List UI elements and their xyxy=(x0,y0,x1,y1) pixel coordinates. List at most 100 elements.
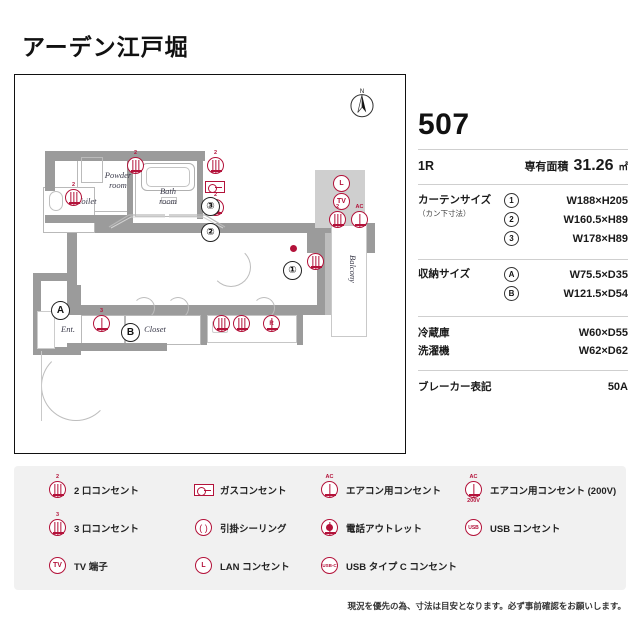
outlet-2-symbol-4: 2 xyxy=(207,150,224,174)
ac-outlet-icon: AC xyxy=(320,474,339,499)
area-unit: ㎡ xyxy=(618,162,628,173)
outlet-2-symbol-kitchen-1 xyxy=(213,315,230,332)
closet-label: Closet xyxy=(144,324,166,334)
fridge-value: W60×D55 xyxy=(578,327,628,339)
powder-room-line1: Powder xyxy=(104,170,132,180)
breaker-value: 50A xyxy=(607,381,628,393)
usb-c-outlet-icon: USB-C xyxy=(320,556,339,575)
breaker-row: ブレーカー表記 50A xyxy=(418,379,628,394)
floor-plan: N Balcony xyxy=(14,74,406,454)
outlet-tag: 2 xyxy=(335,204,340,210)
ac-tag: AC xyxy=(325,474,334,480)
ac-outlet-symbol-1: AC xyxy=(351,204,368,228)
wall-entry-outer xyxy=(33,273,73,281)
outlet-tag: 2 xyxy=(71,182,76,188)
fridge-outlet-symbol: R xyxy=(263,315,280,332)
divider xyxy=(418,259,628,260)
lan-outlet-icon: L xyxy=(194,556,213,575)
voltage-tag: 200V xyxy=(467,497,480,504)
curtain-row: 2 W160.5×H89 xyxy=(504,211,628,228)
wall-balcony-divider xyxy=(325,233,331,315)
legend-label: LAN コンセント xyxy=(220,561,290,573)
bath-room-line1: Bath xyxy=(159,186,177,196)
gas-outlet-icon xyxy=(194,480,214,499)
legend-panel: 2 2 口コンセント 3 3 口コンセント TV TV 端子 ガスコンセント (… xyxy=(14,466,626,590)
usb-outlet-icon: USB xyxy=(464,518,483,537)
shoe-box xyxy=(37,311,55,349)
storage-value: W121.5×D54 xyxy=(563,287,628,300)
storage-label: 収納サイズ xyxy=(418,268,471,280)
curtain-row: 1 W188×H205 xyxy=(504,192,628,209)
legend-item-ac: AC エアコン用コンセント xyxy=(320,474,441,499)
room-number: 507 xyxy=(418,108,470,141)
gas-outlet-symbol xyxy=(205,181,225,193)
bath-room-line2: room xyxy=(159,195,177,206)
wall-hall-bottom xyxy=(67,343,167,351)
curtain-index: 3 xyxy=(504,231,519,246)
wall-toilet-bottom xyxy=(45,215,133,223)
outlet-2-symbol-kitchen-2 xyxy=(233,315,250,332)
outlet-2-symbol-3: 2 xyxy=(65,182,82,206)
closet-door-swing-2 xyxy=(167,297,189,319)
wall-kitchen-right xyxy=(297,315,303,345)
divider xyxy=(418,316,628,317)
legend-item-usb-c: USB-C USB タイプ C コンセント xyxy=(320,556,457,575)
divider xyxy=(418,184,628,185)
page-title: アーデン江戸堀 xyxy=(22,34,189,60)
outlet-2-icon: 2 xyxy=(48,474,67,499)
toilet-label: Toilet xyxy=(77,196,97,206)
storage-row: B W121.5×D54 xyxy=(504,285,628,302)
legend-label: USB コンセント xyxy=(490,523,561,535)
bathtub-inner xyxy=(146,167,190,187)
outlet-tag: 2 xyxy=(213,192,218,198)
ac-tag: AC xyxy=(469,474,478,480)
legend-item-gas: ガスコンセント xyxy=(194,480,287,499)
wall-closet-right xyxy=(201,315,207,345)
storage-index: B xyxy=(504,286,519,301)
powder-room-line2: room xyxy=(109,179,127,190)
washer-row: 洗濯機 W62×D62 xyxy=(418,343,628,358)
legend-label: 引掛シーリング xyxy=(220,523,287,535)
area-value: 31.26 xyxy=(573,157,614,174)
marker-b: B xyxy=(121,323,140,342)
outlet-2-symbol-2: 2 xyxy=(127,150,144,174)
curtain-value: W178×H89 xyxy=(572,232,628,245)
balcony xyxy=(331,225,367,337)
wall-left-wet xyxy=(67,223,77,315)
breaker-key: ブレーカー表記 xyxy=(418,381,492,393)
layout-row: 1R 専有面積 31.26 ㎡ xyxy=(418,157,628,175)
outlet-tag: 2 xyxy=(133,150,138,156)
wall-wet-left xyxy=(45,151,55,191)
marker-3: ③ xyxy=(201,197,220,216)
legend-label: USB タイプ C コンセント xyxy=(346,561,457,573)
vanity xyxy=(81,157,103,183)
fridge-row: 冷蔵庫 W60×D55 xyxy=(418,325,628,340)
legend-label: 2 口コンセント xyxy=(74,485,139,497)
sliding-door-bedroom xyxy=(108,214,226,229)
curtain-value: W188×H205 xyxy=(566,194,628,207)
legend-item-ac-200v: AC 200V エアコン用コンセント (200V) xyxy=(464,474,616,503)
marker-2: ② xyxy=(201,223,220,242)
outlet-2-symbol-bedroom xyxy=(307,253,324,270)
outlet-tag: 2 xyxy=(213,150,218,156)
legend-label: 3 口コンセント xyxy=(74,523,139,535)
tv-terminal-symbol: TV xyxy=(333,193,350,210)
curtain-section: カーテンサイズ （カン下寸法） 1 W188×H205 2 W160.5×H89… xyxy=(418,192,628,249)
balcony-label: Balcony xyxy=(347,255,358,283)
compass-north-icon: N xyxy=(350,89,374,118)
curtain-row: 3 W178×H89 xyxy=(504,230,628,247)
tv-terminal-icon: TV xyxy=(48,556,67,575)
legend-item-outlet-3: 3 3 口コンセント xyxy=(48,512,139,537)
layout-type: 1R xyxy=(418,159,434,173)
powder-room-label: Powder room xyxy=(93,170,143,191)
legend-item-usb: USB USB コンセント xyxy=(464,518,560,537)
lan-outlet-symbol: L xyxy=(333,175,350,192)
legend-item-lan: L LAN コンセント xyxy=(194,556,290,575)
storage-section: 収納サイズ A W75.5×D35 B W121.5×D54 xyxy=(418,266,628,304)
outlet-tag: 2 xyxy=(55,474,60,480)
washer-value: W62×D62 xyxy=(578,345,628,357)
wall-bath-right xyxy=(197,157,203,219)
wall-top-interior xyxy=(67,223,317,233)
wall-entry-bottom xyxy=(33,347,81,355)
storage-index: A xyxy=(504,267,519,282)
